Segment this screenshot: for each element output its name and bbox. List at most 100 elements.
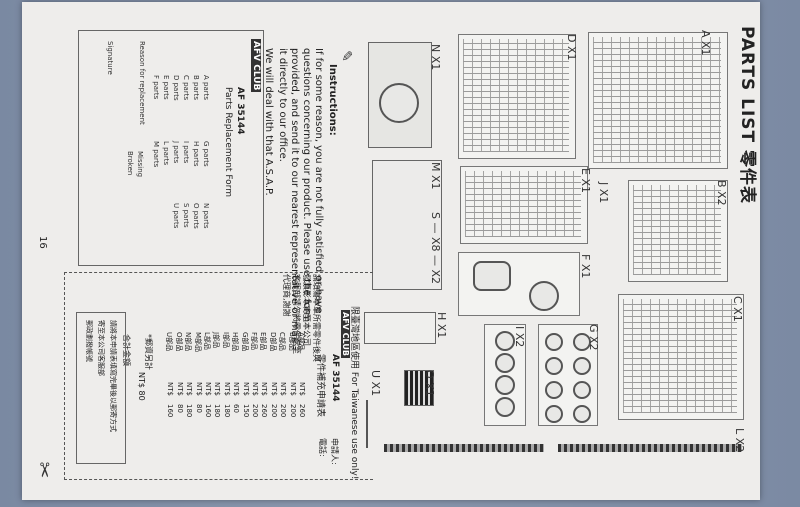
taiwan-code: AF 35144 (330, 354, 340, 402)
price-row-currency: NT$ (166, 382, 175, 396)
sprue-label-h: H X1 (435, 312, 448, 339)
notice-line-4: 代理商,謝謝 (282, 274, 291, 317)
taiwan-footnote-2: 寄至本公司客服部 (97, 320, 105, 376)
afv-club-logo: AFV CLUB (251, 39, 261, 93)
instructions-line-4: it directly to our office. (277, 48, 288, 162)
reason-broken: Broken (126, 151, 134, 176)
price-row-amount: 60 (232, 404, 241, 413)
price-row-part: C部品 (278, 332, 287, 351)
sprue-label-s: S — X8 — X2 (429, 212, 442, 285)
sprue-label-g: G X2 (587, 324, 600, 351)
instruction-sheet: PARTS LIST 零件表 A X1 D X1 N X1 B X2 J X1 … (22, 2, 760, 500)
sprue-label-c: C X1 (731, 296, 744, 322)
sprue-label-f: F X1 (579, 254, 592, 279)
price-row-part: I部品 (221, 332, 230, 349)
price-row-part: E部品 (259, 332, 268, 351)
price-row-part: B部品 (287, 332, 296, 351)
notice-line-1: 請填寫本單所需零件後與 (312, 274, 321, 362)
taiwan-footnote-1: 請將本申請表填寫完畢後以郵寄方式 (109, 320, 117, 432)
price-row-currency: NT$ (175, 382, 184, 396)
sprue-label-n: N X1 (429, 44, 442, 71)
sprue-label-e: E X1 (579, 168, 592, 193)
sprue-a (588, 32, 728, 169)
price-row-part: M部品 (193, 332, 202, 353)
sprue-label-b: B X2 (715, 180, 728, 206)
sprue-label-l: L X2 (733, 428, 746, 453)
price-row-currency: NT$ (288, 382, 297, 396)
price-row-amount: 160 (166, 404, 175, 418)
price-row-part: D部品 (268, 332, 277, 352)
sprue-g (538, 324, 598, 426)
price-row-currency: NT$ (298, 382, 306, 396)
price-row-amount: 200 (279, 404, 288, 418)
page-number: 16 (37, 236, 48, 249)
parts-replacement-form: AFV CLUB AF 35144 Parts Replacement Form… (78, 30, 264, 266)
price-row-amount: 160 (204, 404, 212, 418)
price-row-part: J部品 (212, 332, 221, 349)
pencil-icon: ✎ (337, 50, 354, 62)
price-row-amount: 80 (194, 404, 203, 413)
track-l-2 (558, 444, 742, 452)
page-title: PARTS LIST 零件表 (737, 26, 757, 205)
price-row-currency: NT$ (279, 382, 288, 396)
reason-missing: Missing (136, 151, 144, 178)
sprue-label-o: O X1 (423, 370, 436, 397)
price-row-part: L部品 (203, 332, 211, 350)
sprue-e (460, 166, 588, 244)
price-row-currency: NT$ (213, 382, 222, 396)
sprue-label-d: D X1 (565, 34, 578, 61)
price-row-amount: 260 (298, 404, 306, 418)
part-o (404, 370, 434, 406)
price-row-currency: NT$ (241, 382, 250, 396)
price-row-part: G部品 (240, 332, 249, 352)
sprue-b (628, 180, 728, 282)
price-row-amount: 260 (260, 404, 269, 418)
price-row-amount: 180 (222, 404, 231, 418)
price-row-amount: 200 (269, 404, 278, 418)
price-row-part: F部品 (250, 332, 258, 351)
price-row-part: A部品 (297, 332, 305, 351)
reason-label: Reason for replacement (138, 41, 146, 125)
price-row-currency: NT$ (204, 382, 212, 396)
taiwan-subtitle: 零件補充申請表 (315, 354, 325, 418)
instructions-heading: Instructions: (327, 64, 338, 136)
track-l-1 (384, 444, 544, 452)
price-row-part: O部品 (174, 332, 183, 352)
sprue-f (458, 252, 580, 316)
price-row-amount: 180 (213, 404, 222, 418)
price-row-part: H部品 (231, 332, 240, 352)
price-row-currency: NT$ (251, 382, 259, 396)
price-row-amount: 200 (251, 404, 259, 418)
taiwan-postage-note: *郵資另計 (144, 334, 153, 370)
taiwan-footnote-3: 郵政劃撥帳號 (85, 320, 93, 362)
taiwan-applicant: 申請人: (330, 438, 339, 465)
scissors-icon: ✂ (32, 461, 57, 479)
price-row-currency: NT$ (222, 382, 231, 396)
sprue-label-a: A X1 (699, 30, 712, 56)
form-code: AF 35144 (235, 87, 245, 135)
taiwan-postage: NT$ 80 (137, 372, 146, 401)
sprue-c (618, 294, 744, 420)
sprue-i (484, 324, 526, 426)
hull-upper-n (368, 42, 432, 148)
price-row-amount: 150 (241, 404, 250, 418)
instructions-line-5: We will deal with that A.S.A.P. (263, 48, 274, 196)
price-row-currency: NT$ (260, 382, 269, 396)
sprue-label-m: M X1 (429, 162, 442, 190)
price-row-amount: 80 (175, 404, 184, 413)
part-u (366, 400, 368, 448)
taiwan-phone: 電話: (318, 438, 327, 457)
taiwan-heading: 限臺灣地區使用 For Taiwanese use only! (349, 306, 359, 480)
price-row-part: U部品 (165, 332, 174, 352)
price-row-currency: NT$ (185, 382, 194, 396)
signature-label: Signature (106, 41, 114, 75)
part-h (364, 312, 436, 344)
sprue-d (458, 34, 576, 159)
price-row-amount: 200 (288, 404, 297, 418)
cut-line (64, 272, 373, 480)
taiwan-footnote-box (76, 312, 126, 464)
taiwan-afv-logo: AFV CLUB (341, 310, 350, 358)
